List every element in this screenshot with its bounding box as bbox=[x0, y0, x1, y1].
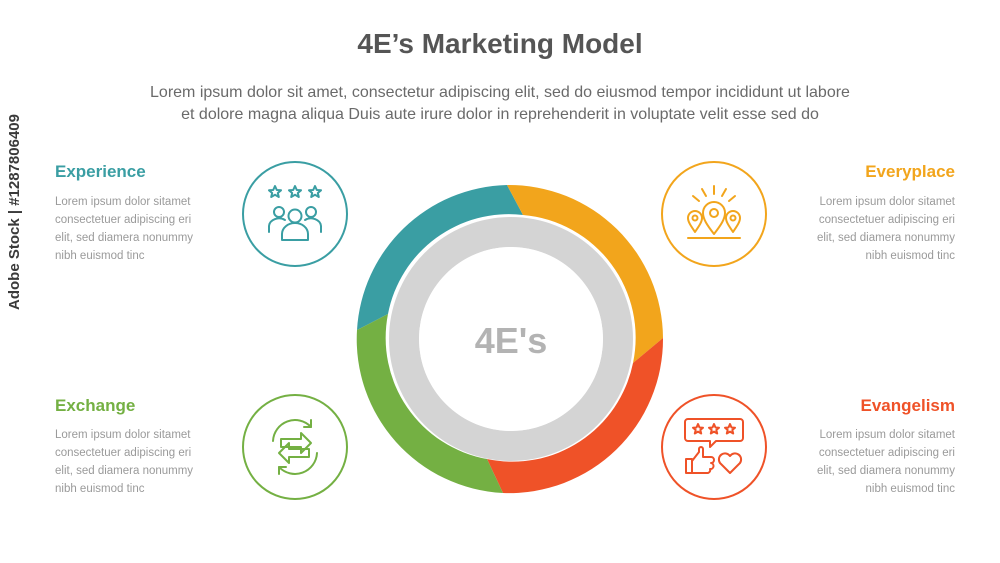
description-line: elit, sed diamera nonummy bbox=[816, 232, 955, 244]
description-line: consectetuer adipiscing eri bbox=[818, 447, 955, 459]
evangelism-icon-circle bbox=[661, 394, 767, 500]
exchange-title: Exchange bbox=[55, 396, 136, 415]
segment-exchange bbox=[356, 314, 503, 493]
description-line: nibh euismod tinc bbox=[865, 483, 956, 495]
people-rating-icon bbox=[268, 185, 322, 241]
page-subtitle: Lorem ipsum dolor sit amet, consectetur … bbox=[40, 82, 960, 126]
exchange-description: Lorem ipsum dolor sitamet consectetuer a… bbox=[55, 426, 225, 498]
description-line: consectetuer adipiscing eri bbox=[55, 447, 192, 459]
description-line: elit, sed diamera nonummy bbox=[55, 465, 194, 477]
description-line: Lorem ipsum dolor sitamet bbox=[819, 429, 956, 441]
experience-icon-circle bbox=[242, 161, 348, 267]
description-line: consectetuer adipiscing eri bbox=[818, 214, 955, 226]
experience-description: Lorem ipsum dolor sitamet consectetuer a… bbox=[55, 193, 225, 265]
subtitle-line: et dolore magna aliqua Duis aute irure d… bbox=[181, 106, 819, 123]
description-line: elit, sed diamera nonummy bbox=[55, 232, 194, 244]
description-line: Lorem ipsum dolor sitamet bbox=[55, 429, 191, 441]
exchange-arrows-icon bbox=[272, 419, 318, 475]
description-line: Lorem ipsum dolor sitamet bbox=[55, 196, 191, 208]
inner-shadow-band bbox=[389, 217, 633, 461]
subtitle-line: Lorem ipsum dolor sit amet, consectetur … bbox=[150, 84, 850, 101]
center-label: 4E's bbox=[475, 320, 548, 361]
description-line: consectetuer adipiscing eri bbox=[55, 214, 192, 226]
everyplace-icon-circle bbox=[661, 161, 767, 267]
four-segment-ring: 4E's bbox=[356, 184, 664, 494]
experience-title: Experience bbox=[55, 162, 146, 181]
segment-everyplace bbox=[507, 184, 663, 363]
watermark: Adobe Stock | #1287806409 bbox=[6, 114, 23, 310]
segment-evangelism bbox=[487, 338, 664, 494]
location-pins-icon bbox=[687, 185, 741, 239]
review-feedback-icon bbox=[684, 418, 744, 474]
description-line: nibh euismod tinc bbox=[865, 250, 956, 262]
ring-center bbox=[419, 247, 603, 431]
description-line: Lorem ipsum dolor sitamet bbox=[819, 196, 956, 208]
description-line: nibh euismod tinc bbox=[55, 483, 145, 495]
exchange-icon-circle bbox=[242, 394, 348, 500]
evangelism-title: Evangelism bbox=[860, 396, 956, 415]
everyplace-description: Lorem ipsum dolor sitamet consectetuer a… bbox=[785, 193, 955, 265]
ring-diagram: 4E's bbox=[355, 183, 667, 495]
description-line: elit, sed diamera nonummy bbox=[816, 465, 955, 477]
everyplace-title: Everyplace bbox=[865, 162, 955, 181]
evangelism-description: Lorem ipsum dolor sitamet consectetuer a… bbox=[785, 426, 955, 498]
segment-experience bbox=[357, 185, 523, 330]
page-title: 4E’s Marketing Model bbox=[357, 28, 643, 59]
description-line: nibh euismod tinc bbox=[55, 250, 145, 262]
